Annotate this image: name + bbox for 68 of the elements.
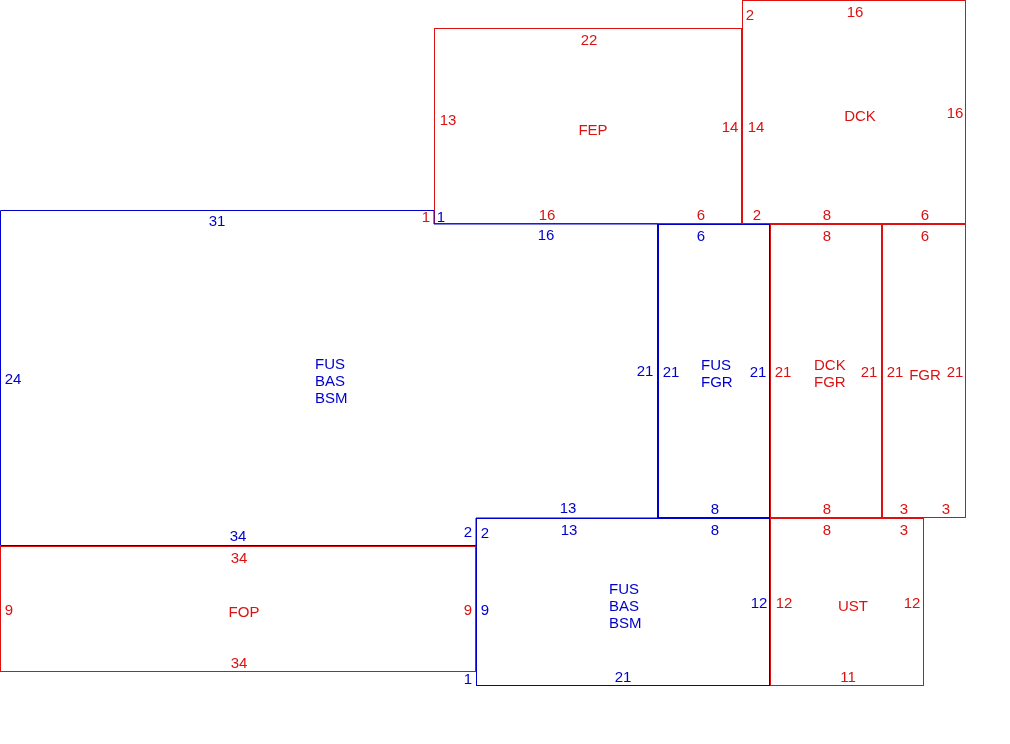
- room-outline: [434, 28, 742, 224]
- dimension-label: 2: [745, 5, 755, 23]
- dimension-label: 2: [480, 523, 490, 541]
- dimension-label: 6: [920, 205, 930, 223]
- dimension-label: 16: [537, 225, 555, 243]
- dimension-label: 6: [920, 226, 930, 244]
- dimension-label: 3: [899, 499, 909, 517]
- dimension-label: 21: [860, 362, 878, 380]
- dimension-label: 6: [696, 226, 706, 244]
- dimension-label: 21: [886, 362, 904, 380]
- dimension-label: 12: [750, 593, 768, 611]
- dimension-label: 2: [752, 205, 762, 223]
- dimension-label: 2: [463, 522, 473, 540]
- room-label: FEP: [578, 120, 608, 138]
- dimension-label: 9: [4, 600, 14, 618]
- dimension-label: 21: [662, 362, 680, 380]
- dimension-label: 16: [846, 2, 864, 20]
- room-label: FGR: [909, 365, 941, 383]
- room-outline: [742, 0, 966, 224]
- room-label: FUS BAS BSM: [609, 579, 643, 631]
- dimension-label: 21: [636, 361, 654, 379]
- dimension-label: 9: [463, 600, 473, 618]
- dimension-label: 3: [899, 520, 909, 538]
- dimension-label: 1: [421, 207, 431, 225]
- dimension-label: 8: [710, 499, 720, 517]
- dimension-label: 14: [747, 117, 765, 135]
- dimension-label: 16: [946, 103, 964, 121]
- dimension-label: 8: [822, 226, 832, 244]
- dimension-label: 14: [721, 117, 739, 135]
- dimension-label: 12: [775, 593, 793, 611]
- dimension-label: 21: [946, 362, 964, 380]
- room-label: FUS BAS BSM: [315, 354, 349, 406]
- room-outline: [658, 224, 770, 518]
- dimension-label: 34: [230, 548, 248, 566]
- dimension-label: 34: [230, 653, 248, 671]
- dimension-label: 8: [822, 499, 832, 517]
- room-outline: [770, 518, 924, 686]
- dimension-label: 21: [614, 667, 632, 685]
- room-outline: [0, 546, 476, 672]
- room-outline: [882, 224, 966, 518]
- dimension-label: 21: [749, 362, 767, 380]
- dimension-label: 16: [538, 205, 556, 223]
- room-label: FOP: [228, 602, 260, 620]
- dimension-label: 22: [580, 30, 598, 48]
- dimension-label: 1: [436, 207, 446, 225]
- room-outline: [770, 224, 882, 518]
- dimension-label: 31: [208, 211, 226, 229]
- dimension-label: 9: [480, 600, 490, 618]
- room-label: DCK: [844, 106, 876, 124]
- dimension-label: 13: [439, 110, 457, 128]
- room-label: UST: [838, 596, 868, 614]
- dimension-label: 12: [903, 593, 921, 611]
- dimension-label: 34: [229, 526, 247, 544]
- dimension-label: 3: [941, 499, 951, 517]
- dimension-label: 11: [840, 667, 856, 685]
- dimension-label: 8: [710, 520, 720, 538]
- dimension-label: 6: [696, 205, 706, 223]
- dimension-label: 1: [463, 669, 473, 687]
- dimension-label: 21: [774, 362, 792, 380]
- dimension-label: 8: [822, 205, 832, 223]
- dimension-label: 13: [560, 520, 578, 538]
- dimension-label: 24: [4, 369, 22, 387]
- room-label: DCK FGR: [814, 356, 847, 390]
- dimension-label: 8: [822, 520, 832, 538]
- room-outline: [476, 518, 770, 686]
- room-label: FUS FGR: [701, 356, 734, 390]
- room-outline: [0, 210, 658, 546]
- dimension-label: 13: [559, 498, 577, 516]
